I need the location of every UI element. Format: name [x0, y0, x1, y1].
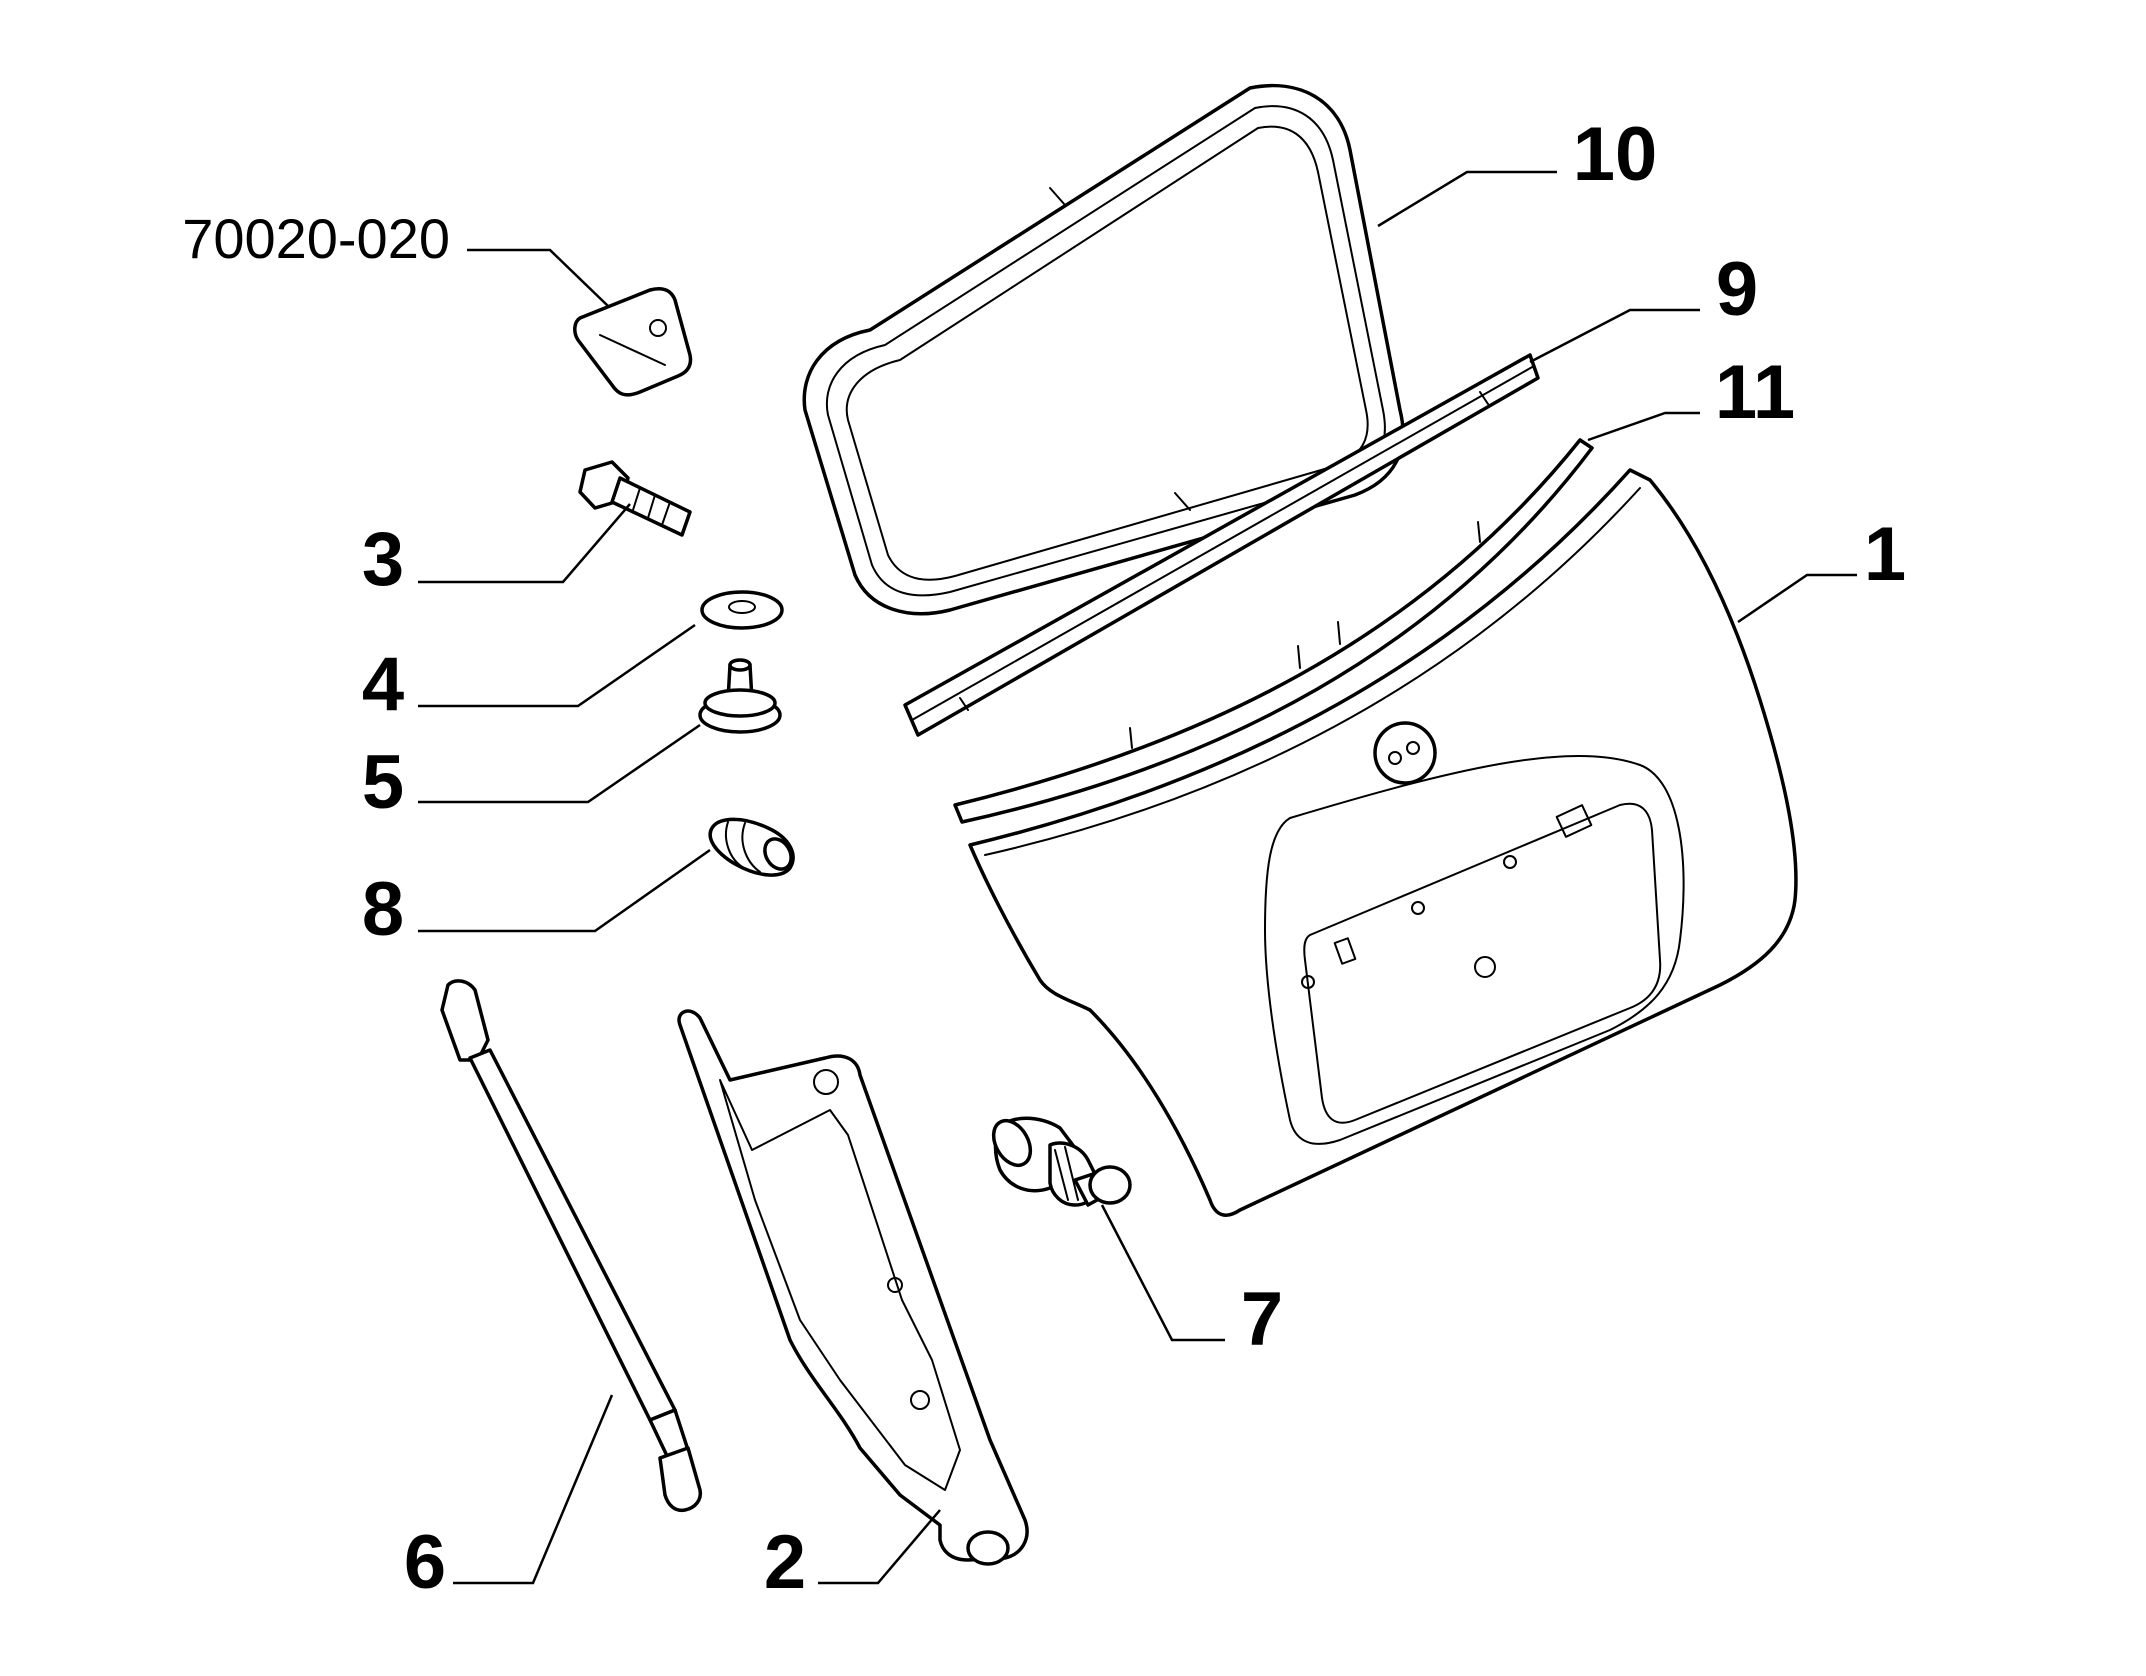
- label-part-8: 8: [362, 867, 404, 952]
- washer[interactable]: [700, 590, 784, 630]
- hinge-arm[interactable]: [677, 1009, 1029, 1566]
- label-part-1: 1: [1864, 512, 1906, 597]
- label-part-6: 6: [404, 1520, 446, 1605]
- label-part-2: 2: [764, 1520, 806, 1605]
- label-part-9: 9: [1716, 247, 1758, 332]
- lock-cylinder[interactable]: [986, 1114, 1132, 1207]
- label-part-11: 11: [1715, 350, 1795, 435]
- label-ref-70020-020: 70020-020: [182, 207, 450, 270]
- leader-lines: [418, 170, 1857, 1585]
- rubber-bumper[interactable]: [708, 817, 796, 877]
- tailgate-seal-strip[interactable]: [953, 438, 1594, 824]
- stud-pin[interactable]: [698, 658, 782, 734]
- label-part-10: 10: [1573, 112, 1658, 197]
- label-part-3: 3: [362, 517, 404, 602]
- label-part-5: 5: [362, 740, 404, 825]
- label-part-7: 7: [1241, 1277, 1283, 1362]
- tailgate-panel[interactable]: [968, 468, 1798, 1217]
- bolt[interactable]: [578, 460, 692, 537]
- label-part-4: 4: [362, 642, 404, 727]
- callout-labels: 70020-020 3 4 5 8 6 2 7 10 9 11 1: [182, 112, 1906, 1605]
- hinge-bracket-ref[interactable]: [573, 287, 693, 397]
- gas-strut[interactable]: [440, 979, 703, 1513]
- rear-window-glass[interactable]: [802, 83, 1405, 616]
- upper-trim-strip[interactable]: [903, 353, 1540, 737]
